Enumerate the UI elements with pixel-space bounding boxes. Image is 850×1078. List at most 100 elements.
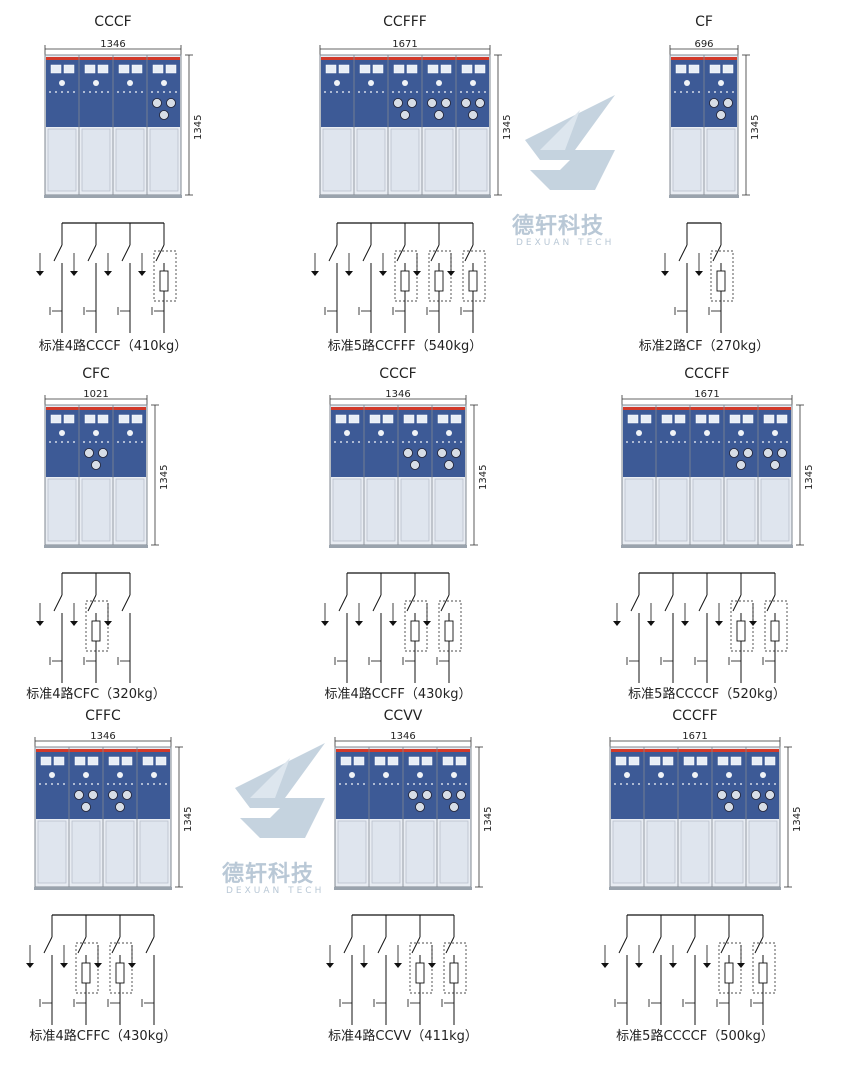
status-dot (39, 783, 41, 785)
status-dot (694, 783, 696, 785)
status-dot (141, 783, 143, 785)
indicator-window (118, 64, 130, 74)
switch-blade (43, 936, 53, 954)
status-dot (357, 783, 359, 785)
status-dot (169, 91, 171, 93)
status-dot (408, 441, 410, 443)
earth-symbol (661, 271, 669, 276)
fuse-cap (422, 790, 432, 800)
indicator-window (674, 414, 686, 424)
status-dot (157, 91, 159, 93)
status-dot (101, 91, 103, 93)
status-dot (123, 91, 125, 93)
lower-door (332, 478, 362, 542)
status-dot (672, 441, 674, 443)
earth-symbol (128, 963, 136, 968)
status-dot (73, 783, 75, 785)
switchgear-drawing (613, 395, 804, 683)
status-dot (159, 783, 161, 785)
status-dot (368, 441, 370, 443)
indicator-window (369, 414, 381, 424)
indicator-window (131, 64, 143, 74)
status-dot (484, 91, 486, 93)
lower-door (760, 478, 790, 542)
indicator-window (696, 756, 708, 766)
indicator-window (108, 756, 120, 766)
status-dot (175, 91, 177, 93)
config-title: CCCFF (684, 366, 730, 382)
earth-symbol (355, 621, 363, 626)
indicator-window (50, 64, 62, 74)
switch-blade (445, 936, 455, 954)
operating-hole (59, 430, 65, 436)
status-dot (95, 91, 97, 93)
status-dot (330, 91, 332, 93)
status-dot (402, 441, 404, 443)
lower-door (658, 478, 688, 542)
operating-hole (378, 430, 384, 436)
operating-hole (349, 772, 355, 778)
fuse-cap (456, 790, 466, 800)
status-dot (73, 91, 75, 93)
fuse-symbol (400, 270, 410, 292)
operating-hole (704, 430, 710, 436)
status-dot (49, 441, 51, 443)
fuse-cap (449, 802, 459, 812)
fuse-cap (758, 802, 768, 812)
status-dot (85, 783, 87, 785)
indicator-window (440, 64, 452, 74)
switchgear-drawing (36, 395, 159, 683)
config-caption: 标准4路CCCF（410kg） (38, 339, 188, 354)
indicator-window (717, 756, 729, 766)
status-dot (358, 441, 360, 443)
single-line-diagram (36, 572, 131, 683)
fuse-symbol (434, 270, 444, 292)
status-dot (392, 441, 394, 443)
lower-door (71, 820, 101, 884)
indicator-window (764, 756, 776, 766)
watermark-cn: 德轩科技 (222, 862, 315, 887)
earth-symbol (104, 271, 112, 276)
operating-hole (446, 430, 452, 436)
width-dimension: 1346 (383, 389, 413, 400)
indicator-window (730, 756, 742, 766)
indicator-window (63, 414, 75, 424)
status-dot (101, 441, 103, 443)
earth-symbol (326, 963, 334, 968)
config-caption: 标准4路CFC（320kg） (26, 687, 166, 702)
lower-door (726, 478, 756, 542)
status-dot (460, 441, 462, 443)
lower-door (390, 128, 420, 192)
switchgear-drawing (26, 737, 183, 1025)
operating-hole (83, 772, 89, 778)
status-dot (374, 441, 376, 443)
operating-hole (772, 430, 778, 436)
fuse-cap (84, 448, 94, 458)
cabinet-base (34, 887, 172, 890)
switchgear-drawing (36, 45, 193, 333)
lower-door (692, 478, 722, 542)
indicator-window (640, 414, 652, 424)
status-dot (407, 783, 409, 785)
switch-blade (630, 594, 640, 612)
switch-blade (53, 594, 63, 612)
status-dot (345, 783, 347, 785)
lower-door (81, 478, 111, 542)
watermark-en: DEXUAN TECH (226, 886, 325, 896)
status-dot (129, 91, 131, 93)
fuse-cap (709, 98, 719, 108)
indicator-window (382, 414, 394, 424)
fuse-symbol (410, 620, 420, 642)
lower-door (322, 128, 352, 192)
busbar (623, 407, 791, 410)
operating-hole (334, 80, 340, 86)
status-dot (682, 783, 684, 785)
status-dot (386, 441, 388, 443)
operating-hole (161, 80, 167, 86)
switch-blade (377, 936, 387, 954)
status-dot (734, 783, 736, 785)
status-dot (720, 91, 722, 93)
status-dot (416, 91, 418, 93)
status-dot (780, 441, 782, 443)
earth-symbol (94, 963, 102, 968)
